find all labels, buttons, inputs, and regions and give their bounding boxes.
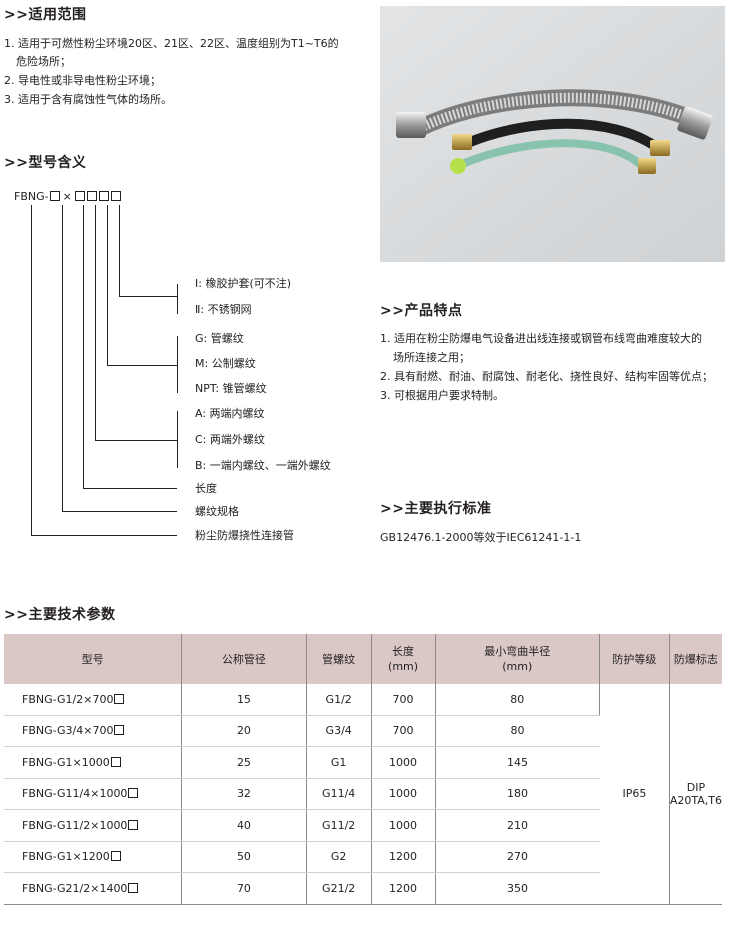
cell-diameter: 32: [181, 778, 307, 810]
hose-illustration: [380, 6, 725, 262]
model-box: [128, 882, 139, 893]
header-length-l1: 长度: [392, 645, 415, 658]
model-box: [114, 693, 125, 704]
cell-length: 1200: [371, 841, 436, 873]
label-rubber-sheath: Ⅰ: 橡胶护套(可不注): [195, 277, 292, 290]
cell-thread: G11/2: [306, 809, 372, 842]
cell-length: 1000: [371, 746, 436, 779]
scope-item-3: 3. 适用于含有腐蚀性气体的场所。: [4, 93, 172, 106]
cell-radius: 180: [435, 778, 600, 810]
box-length: [74, 191, 85, 201]
label-steel-mesh: Ⅱ: 不锈钢网: [195, 303, 252, 316]
table-row: FBNG-G1×1000 25 G1 1000 145: [4, 746, 722, 779]
box-sheath: [110, 191, 121, 201]
header-thread: 管螺纹: [306, 634, 372, 684]
box-end-type: [86, 191, 97, 201]
features-title: >>产品特点: [380, 303, 463, 319]
box-thread-spec: [49, 191, 60, 201]
cell-model: FBNG-G11/2×1000: [4, 809, 183, 842]
table-row: FBNG-G1×1200 50 G2 1200 270: [4, 841, 722, 873]
cell-thread: G1/2: [306, 684, 372, 716]
model-box: [114, 725, 125, 736]
header-radius-l1: 最小弯曲半径: [484, 645, 551, 658]
cell-thread: G3/4: [306, 715, 372, 747]
cell-radius: 270: [435, 841, 600, 873]
cell-radius: 145: [435, 746, 600, 779]
standard-text: GB12476.1-2000等效于IEC61241-1-1: [380, 531, 582, 544]
cell-length: 1000: [371, 809, 436, 842]
header-radius-l2: (mm): [502, 660, 533, 673]
scope-item-1: 1. 适用于可燃性粉尘环境20区、21区、22区、温度组别为T1~T6的: [4, 37, 339, 50]
model-box: [128, 819, 139, 830]
cell-diameter: 40: [181, 809, 307, 842]
model-box: [110, 756, 121, 767]
cell-radius: 210: [435, 809, 600, 842]
scope-title: >>适用范围: [4, 7, 87, 23]
table-row: FBNG-G1/2×700 15 G1/2 700 80 IP65 DIP A2…: [4, 684, 722, 905]
label-both-internal: A: 两端内螺纹: [195, 407, 265, 420]
model-box: [128, 788, 139, 799]
model-title: >>型号含义: [4, 155, 87, 171]
cell-length: 700: [371, 684, 436, 716]
table-row: FBNG-G21/2×1400 70 G21/2 1200 350: [4, 872, 722, 905]
cell-length: 1200: [371, 872, 436, 905]
cell-model: FBNG-G3/4×700: [4, 715, 183, 747]
table-row: FBNG-G11/4×1000 32 G11/4 1000 180: [4, 778, 722, 810]
header-radius: 最小弯曲半径 (mm): [435, 634, 600, 684]
cell-model: FBNG-G1×1000: [4, 746, 183, 779]
cell-radius: 80: [435, 715, 600, 747]
cell-exmark: DIP A20TA,T6: [669, 684, 722, 905]
cell-thread: G2: [306, 841, 372, 873]
header-exmark: 防爆标志: [669, 634, 722, 684]
params-title: >>主要技术参数: [4, 607, 116, 623]
cell-protection: IP65: [599, 684, 670, 905]
cell-model: FBNG-G1×1200: [4, 841, 183, 873]
label-pipe-thread: G: 管螺纹: [195, 332, 244, 345]
standard-title: >>主要执行标准: [380, 501, 492, 517]
label-metric-thread: M: 公制螺纹: [195, 357, 256, 370]
cell-diameter: 15: [181, 684, 307, 716]
header-protection: 防护等级: [599, 634, 670, 684]
label-mixed-thread: B: 一端内螺纹、一端外螺纹: [195, 459, 331, 472]
label-product-name: 粉尘防爆挠性连接管: [195, 529, 294, 542]
cell-model: FBNG-G21/2×1400: [4, 872, 183, 905]
feature-item-3: 3. 可根据用户要求特制。: [380, 389, 504, 402]
product-photo: [380, 6, 725, 262]
feature-item-2: 2. 具有耐燃、耐油、耐腐蚀、耐老化、挠性良好、结构牢固等优点；: [380, 370, 713, 383]
cell-diameter: 50: [181, 841, 307, 873]
cell-model: FBNG-G1/2×700: [4, 684, 183, 716]
cell-length: 1000: [371, 778, 436, 810]
cell-radius: 350: [435, 872, 600, 905]
label-thread-spec: 螺纹规格: [195, 505, 239, 518]
header-model: 型号: [4, 634, 183, 684]
cell-thread: G1: [306, 746, 372, 779]
header-length: 长度 (mm): [371, 634, 436, 684]
label-npt-thread: NPT: 锥管螺纹: [195, 382, 267, 395]
table-row: FBNG-G3/4×700 20 G3/4 700 80: [4, 715, 722, 747]
times-sign: ×: [62, 190, 72, 203]
header-length-l2: (mm): [388, 660, 419, 673]
feature-item-1-cont: 场所连接之用；: [393, 351, 470, 364]
scope-item-2: 2. 导电性或非导电性粉尘环境；: [4, 74, 161, 87]
cell-radius: 80: [435, 684, 600, 716]
box-thread-type: [98, 191, 109, 201]
table-row: FBNG-G11/2×1000 40 G11/2 1000 210: [4, 809, 722, 842]
model-code: FBNG- ×: [14, 189, 122, 205]
cell-model: FBNG-G11/4×1000: [4, 778, 183, 810]
label-both-external: C: 两端外螺纹: [195, 433, 265, 446]
params-table: 型号 公称管径 管螺纹 长度(mm) 最小弯曲半径(mm) 防护等级 防爆标志 …: [4, 634, 722, 905]
model-prefix: FBNG-: [14, 190, 49, 203]
cell-diameter: 70: [181, 872, 307, 905]
scope-item-1-cont: 危险场所；: [16, 55, 71, 68]
cell-diameter: 25: [181, 746, 307, 779]
cell-length: 700: [371, 715, 436, 747]
header-diameter: 公称管径: [181, 634, 307, 684]
cell-thread: G11/4: [306, 778, 372, 810]
cell-diameter: 20: [181, 715, 307, 747]
feature-item-1: 1. 适用在粉尘防爆电气设备进出线连接或钢管布线弯曲难度较大的: [380, 332, 702, 345]
table-header-row: 型号 公称管径 管螺纹 长度 (mm) 最小弯曲半径 (mm) 防护等级 防爆标志: [4, 634, 722, 684]
model-box: [110, 851, 121, 862]
cell-thread: G21/2: [306, 872, 372, 905]
label-length: 长度: [195, 482, 217, 495]
